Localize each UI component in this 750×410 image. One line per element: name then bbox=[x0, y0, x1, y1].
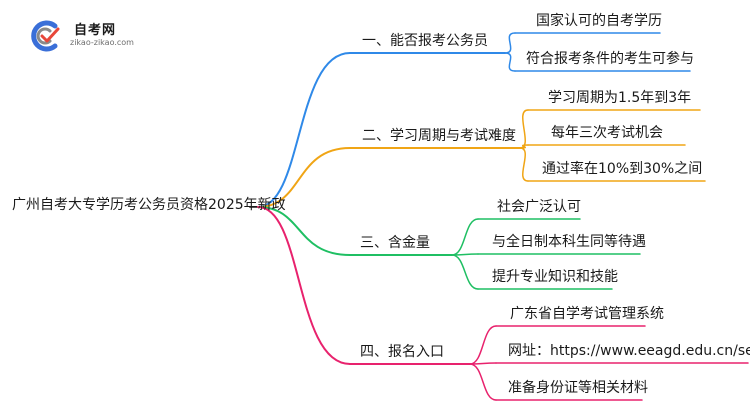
logo-c-icon bbox=[31, 20, 60, 52]
site-logo[interactable]: 自考网 zikao-zikao.com bbox=[28, 16, 178, 56]
branch-2-item-3: 通过率在10%到30%之间 bbox=[542, 161, 703, 177]
root-topic: 广州自考大专学历考公务员资格2025年新政 bbox=[12, 197, 286, 213]
logo-url: zikao-zikao.com bbox=[70, 38, 134, 47]
branch-1-item-2-curve bbox=[504, 52, 516, 72]
branch-1-item-2: 符合报考条件的考生可参与 bbox=[526, 51, 694, 67]
branch-2-curve bbox=[257, 147, 351, 208]
branch-4-curve bbox=[257, 206, 351, 365]
branch-2-topic: 二、学习周期与考试难度 bbox=[362, 128, 516, 144]
branch-1-item-1: 国家认可的自考学历 bbox=[536, 13, 662, 29]
branch-3-item-2: 与全日制本科生同等待遇 bbox=[492, 234, 646, 250]
logo-title: 自考网 bbox=[74, 23, 117, 38]
branch-3-item-1: 社会广泛认可 bbox=[497, 199, 581, 215]
branch-3-topic: 三、含金量 bbox=[360, 235, 430, 251]
branch-2-item-2: 每年三次考试机会 bbox=[551, 125, 663, 141]
branch-3-item-3-curve bbox=[451, 254, 479, 290]
branch-3-item-3: 提升专业知识和技能 bbox=[492, 269, 618, 285]
branch-4-item-1: 广东省自学考试管理系统 bbox=[510, 306, 664, 322]
branch-3-item-1-curve bbox=[451, 218, 479, 256]
branch-1-curve bbox=[257, 52, 351, 208]
branch-4-item-3: 准备身份证等相关材料 bbox=[508, 380, 648, 396]
branch-4-item-3-curve bbox=[469, 363, 497, 401]
branch-3-curve bbox=[257, 206, 351, 256]
branch-4-topic: 四、报名入口 bbox=[360, 344, 444, 360]
branch-2-item-3-curve bbox=[519, 147, 529, 182]
branch-4-item-2[interactable]: 网址：https://www.eeagd.edu.cn/selfec/ bbox=[508, 343, 750, 359]
branch-1-item-1-curve bbox=[504, 32, 516, 54]
branch-2-item-1-curve bbox=[519, 109, 529, 149]
branch-1-topic: 一、能否报考公务员 bbox=[362, 33, 488, 49]
branch-2-item-1: 学习周期为1.5年到3年 bbox=[548, 90, 692, 106]
branch-4-item-1-curve bbox=[469, 325, 497, 365]
